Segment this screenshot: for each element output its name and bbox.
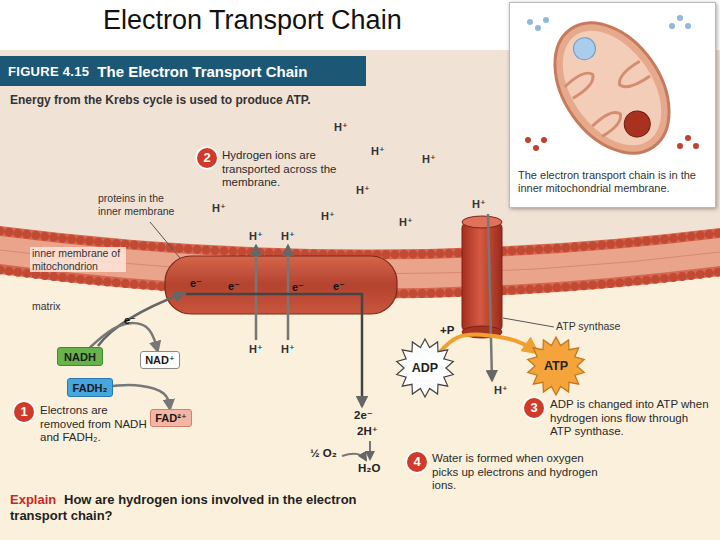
connector-group xyxy=(90,323,537,409)
step-description: Hydrogen ions are transported across the… xyxy=(222,149,372,190)
electron-label: e⁻ xyxy=(190,277,202,290)
phosphate-label: +P xyxy=(440,324,454,338)
molecule-label: H₂O xyxy=(358,462,380,476)
ion-label: H⁺ xyxy=(399,216,413,229)
step-description: Electrons are removed from NADH and FADH… xyxy=(40,404,148,445)
inset-panel: The electron transport chain is in the i… xyxy=(509,2,716,208)
molecule-name: FADH₂ xyxy=(73,382,108,394)
zoom-highlight xyxy=(619,106,655,142)
molecule-dot xyxy=(677,15,683,21)
ion-label: H⁺ xyxy=(321,210,335,223)
ion-label: H⁺ xyxy=(281,230,295,243)
molecule-dot xyxy=(677,143,683,149)
molecule-dot xyxy=(685,135,691,141)
ion-label: 2H⁺ xyxy=(357,425,378,439)
starburst-node: ADP xyxy=(395,338,455,398)
molecule-name: ATP xyxy=(544,359,568,373)
molecule-dot xyxy=(693,143,699,149)
reaction-arrow xyxy=(441,334,537,352)
starburst-outline xyxy=(397,339,454,397)
molecule-dot xyxy=(535,25,541,31)
ion-label: H⁺ xyxy=(334,121,348,134)
inset-background xyxy=(509,2,716,208)
atp-synthase-top xyxy=(462,216,502,228)
molecule-box: FADH₂ xyxy=(67,378,113,397)
region-label: matrix xyxy=(32,300,61,313)
molecule-dot xyxy=(685,23,691,29)
starburst-node: ATP xyxy=(526,336,586,396)
leader-line xyxy=(150,222,180,258)
water-arrow xyxy=(369,441,371,459)
ion-label: H⁺ xyxy=(494,384,508,397)
leader-line xyxy=(503,318,554,327)
ion-flow-arrow xyxy=(488,214,492,380)
molecule-box: FAD²⁺ xyxy=(150,409,192,427)
crista xyxy=(592,108,625,138)
subtitle-text: Energy from the Krebs cycle is used to p… xyxy=(10,93,311,107)
reaction-arrow xyxy=(113,385,170,409)
electron-label: e⁻ xyxy=(292,281,304,294)
electron-label: e⁻ xyxy=(228,280,240,293)
ion-label: H⁺ xyxy=(371,145,385,158)
inner-space xyxy=(543,13,682,164)
molecule-dots xyxy=(525,135,699,151)
callout-number: 1 xyxy=(14,402,34,422)
ion-label: H⁺ xyxy=(212,202,226,215)
ion-label: H⁺ xyxy=(472,198,486,211)
ion-label: H⁺ xyxy=(249,343,263,356)
molecule-box: NAD⁺ xyxy=(140,351,180,369)
part-label: ATP synthase xyxy=(556,320,620,333)
molecule-name: FAD²⁺ xyxy=(155,412,186,425)
callout-number: 2 xyxy=(197,148,217,168)
electron-label: 2e⁻ xyxy=(354,409,373,423)
ion-label: H⁺ xyxy=(356,184,370,197)
figure-title: The Electron Transport Chain xyxy=(97,63,307,80)
step-description: ADP is changed into ATP when hydrogen io… xyxy=(550,398,710,439)
molecule-name: NAD⁺ xyxy=(145,354,175,367)
part-label: inner membrane of mitochondrion xyxy=(30,247,126,272)
zoom-highlight xyxy=(569,33,600,64)
molecule-dot xyxy=(527,19,533,25)
molecule-name: ADP xyxy=(412,361,438,375)
electron-path xyxy=(186,294,362,406)
molecule-dot xyxy=(533,145,539,151)
ion-label: H⁺ xyxy=(249,230,263,243)
electron-label: e⁻ xyxy=(124,314,136,327)
molecule-dot xyxy=(525,137,531,143)
crista xyxy=(564,69,597,99)
molecule-label: ½ O₂ xyxy=(310,447,337,461)
crista xyxy=(615,61,650,93)
figure-number: FIGURE 4.15 xyxy=(8,64,89,79)
molecule-dots xyxy=(527,15,691,31)
electron-feed-arrow xyxy=(98,293,184,346)
molecule-dot xyxy=(669,23,675,29)
outer-membrane xyxy=(531,1,692,174)
step-description: Water is formed when oxygen picks up ele… xyxy=(432,452,608,493)
mitochondrion-illustration xyxy=(531,1,692,174)
electron-label: e⁻ xyxy=(333,280,345,293)
molecule-dot xyxy=(543,17,549,23)
molecule-box: NADH xyxy=(57,347,103,366)
ion-label: H⁺ xyxy=(422,153,436,166)
molecule-name: NADH xyxy=(64,351,96,363)
inset-caption: The electron transport chain is in the i… xyxy=(518,169,710,195)
starburst-outline xyxy=(528,337,585,395)
figure-header: FIGURE 4.15 The Electron Transport Chain xyxy=(0,56,366,86)
part-label: proteins in the inner membrane xyxy=(98,192,182,217)
prompt-label: Explain xyxy=(10,492,56,508)
oxygen-arrow xyxy=(342,454,366,460)
slide-title: Electron Transport Chain xyxy=(103,5,402,36)
callout-number: 4 xyxy=(407,452,427,472)
question-text: How are hydrogen ions involved in the el… xyxy=(10,492,360,524)
ion-label: H⁺ xyxy=(281,343,295,356)
callout-number: 3 xyxy=(524,398,544,418)
atp-synthase xyxy=(462,222,502,332)
molecule-dot xyxy=(541,137,547,143)
